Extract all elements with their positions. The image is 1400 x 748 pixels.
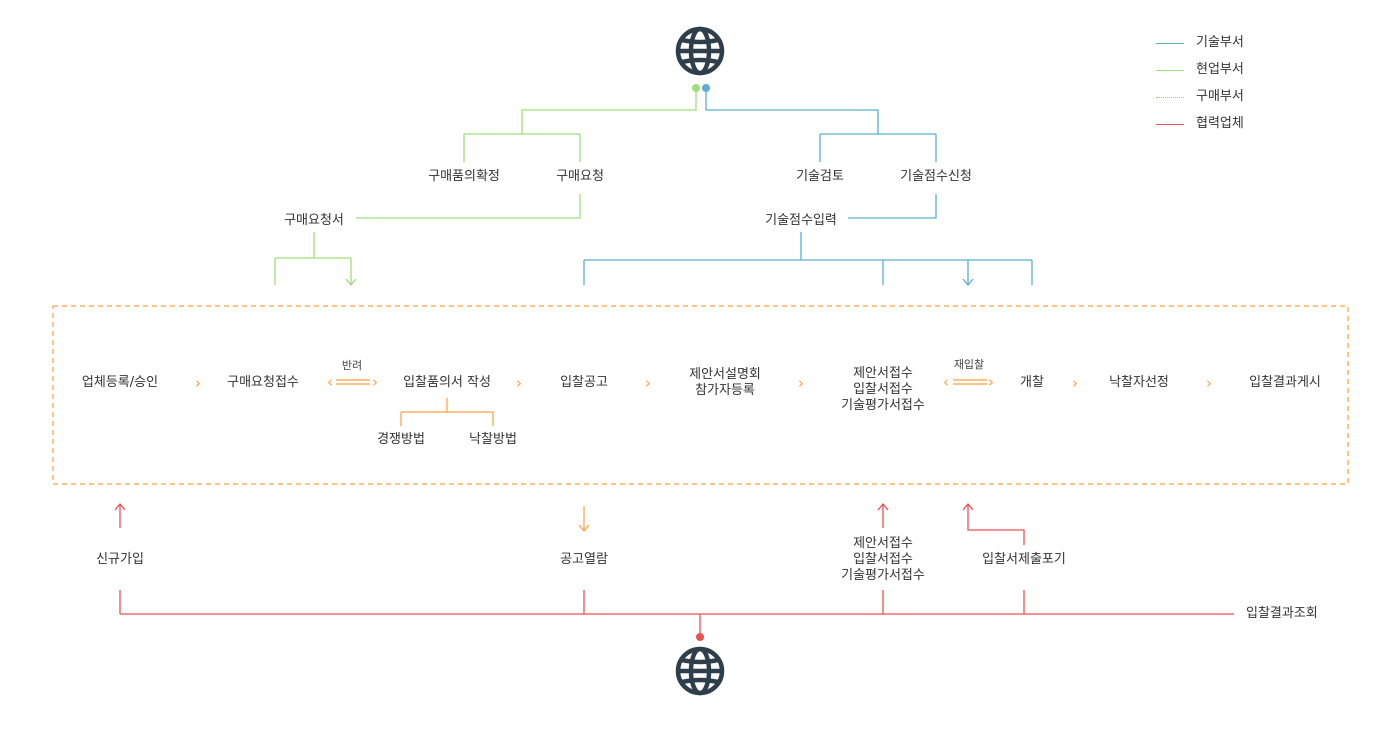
- step-bid-notice: 입찰공고: [560, 375, 608, 390]
- legend-label: 기술부서: [1196, 35, 1244, 50]
- result-view-label: 입찰결과조회: [1246, 606, 1318, 621]
- partner-lines: [114, 502, 1234, 636]
- chevron-left-icon: ‹: [327, 373, 333, 391]
- tech-score-apply-label: 기술점수신청: [900, 169, 972, 184]
- tech-score-input-label: 기술점수입력: [765, 213, 837, 228]
- step-bid-opening: 개찰: [1020, 375, 1044, 390]
- method-bracket: [400, 398, 494, 426]
- field-dept-lines: [274, 90, 697, 287]
- chevron-right-icon: ›: [988, 373, 994, 391]
- chevron-left-icon: ‹: [943, 373, 949, 391]
- chevron-right-icon: ›: [516, 374, 522, 392]
- chevron-right-icon: ›: [1072, 374, 1078, 392]
- chevron-right-icon: ›: [645, 374, 651, 392]
- chevron-right-icon: ›: [372, 373, 378, 391]
- legend-label: 현업부서: [1196, 62, 1244, 77]
- tech-dept-dot: [702, 84, 710, 92]
- chevron-right-icon: ›: [798, 374, 804, 392]
- chevron-right-icon: ›: [195, 374, 201, 392]
- rebid-label: 재입찰: [953, 358, 985, 371]
- step-result-posting: 입찰결과게시: [1249, 375, 1321, 390]
- legend-label: 구매부서: [1196, 89, 1244, 104]
- notice-view-label: 공고열람: [560, 552, 608, 567]
- bid-withdraw-label: 입찰서제출포기: [982, 552, 1066, 567]
- globe-icon: [674, 25, 726, 77]
- globe-icon: [674, 645, 726, 697]
- step-proposal-briefing: 제안서설명회 참가자등록: [689, 367, 761, 398]
- field-dept-dot: [692, 84, 700, 92]
- step-winner-selection: 낙찰자선정: [1109, 375, 1169, 390]
- chevron-right-icon: ›: [1206, 374, 1212, 392]
- purchase-request-label: 구매요청: [556, 169, 604, 184]
- legend-swatch: [1156, 43, 1184, 44]
- step-submission-receipt: 제안서접수 입찰서접수 기술평가서접수: [841, 366, 925, 413]
- partner-dot: [696, 633, 704, 641]
- tech-review-label: 기술검토: [796, 169, 844, 184]
- purchase-confirm-label: 구매품의확정: [428, 169, 500, 184]
- legend-swatch: [1156, 70, 1184, 71]
- method-award-label: 낙찰방법: [469, 432, 517, 447]
- return-label: 반려: [341, 359, 363, 372]
- step-vendor-registration: 업체등록/승인: [81, 375, 159, 390]
- step-purchase-request-receipt: 구매요청접수: [227, 375, 299, 390]
- submission-label: 제안서접수 입찰서접수 기술평가서접수: [841, 536, 925, 583]
- purchase-request-doc-label: 구매요청서: [284, 213, 344, 228]
- step-bid-proposal: 입찰품의서 작성: [403, 375, 491, 390]
- method-competition-label: 경쟁방법: [377, 432, 425, 447]
- tech-dept-lines: [583, 90, 1033, 287]
- process-box: [52, 305, 1349, 485]
- double-arrows: [336, 379, 987, 385]
- legend-swatch: [1156, 124, 1184, 125]
- notice-arrow: [578, 506, 590, 532]
- signup-label: 신규가입: [96, 552, 144, 567]
- legend-label: 협력업체: [1196, 116, 1244, 131]
- legend-swatch: [1156, 97, 1184, 98]
